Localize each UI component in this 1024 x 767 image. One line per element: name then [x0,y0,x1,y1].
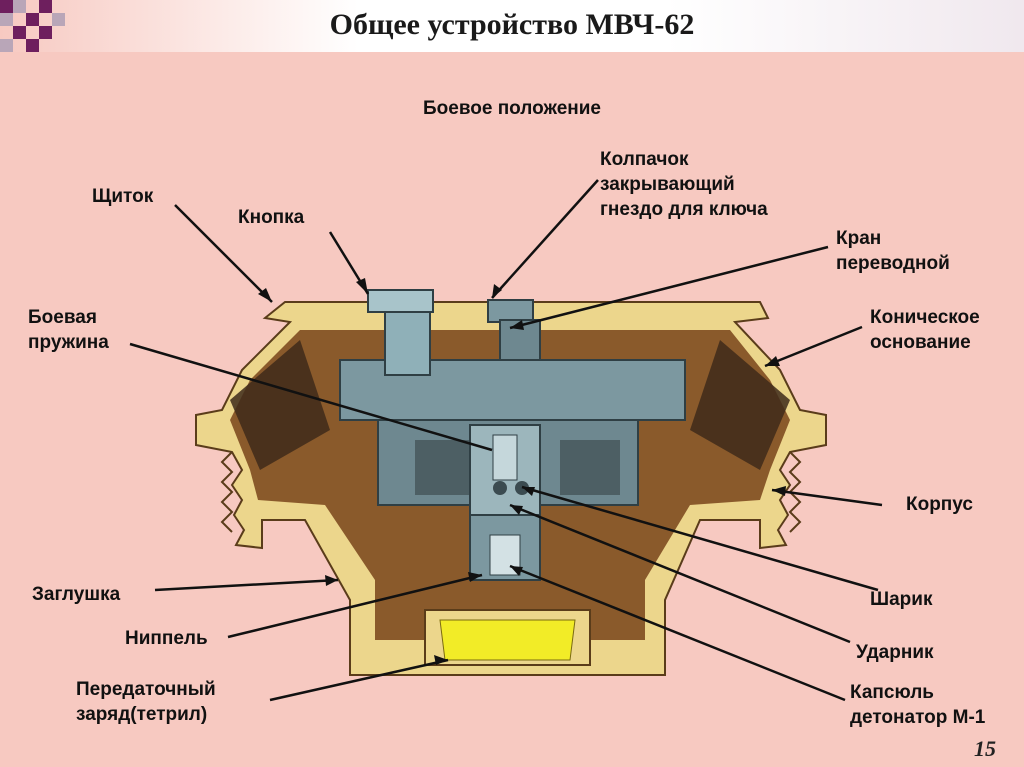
callout-line-osnovanie [764,325,863,368]
label-knopka: Кнопка [238,207,305,228]
corner-square [39,0,52,13]
label-osnovanie: Коническое основание [870,305,980,355]
label-udarnik: Ударник [856,642,934,663]
label-pruzhina-line: Боевая [28,307,97,328]
callout-arrow [510,505,523,515]
housing-shadow [690,340,790,470]
label-kapsyul: Капсюль детонатор М-1 [850,680,985,730]
callout-arrow [325,575,338,586]
diagram-subtitle: Боевое положение [422,98,601,119]
callout-line-pruzhina [129,342,493,452]
corner-square [26,13,39,26]
callout-line-kran [509,245,829,330]
page-number: 15 [974,736,996,761]
label-nippel: Ниппель [125,628,208,649]
label-sharik: Шарик [870,589,933,610]
callout-arrow [510,320,524,330]
corner-square [39,26,52,39]
callout-arrow [258,288,272,302]
slide-title: Общее устройство МВЧ-62 [329,8,695,41]
label-zaryad-line: заряд(тетрил) [76,704,208,725]
label-kolpachok-line: гнездо для ключа [600,199,768,220]
label-kran-line: переводной [836,253,950,274]
button-head [367,289,434,313]
callout-arrow [468,572,482,582]
callout-line-sharik [521,485,879,592]
striker-spring [492,434,518,481]
corner-square [26,39,39,52]
callout-line-udarnik [509,503,851,644]
callout-line-kapsyul [509,564,846,702]
label-osnovanie-line: Коническое [870,307,980,328]
callout-line-nippel [227,573,483,639]
label-pruzhina: Боевая пружина [28,305,109,355]
ball [493,481,507,495]
label-pruzhina-line: пружина [28,332,109,353]
label-zaglushka: Заглушка [32,584,121,605]
label-osnovanie-line: основание [870,332,971,353]
label-kolpachok-line: Колпачок [600,149,689,170]
transfer-charge [439,619,576,661]
label-zaryad-line: Передаточный [76,679,216,700]
button-stem [384,304,431,376]
label-kolpachok: Колпачок закрывающий гнездо для ключа [600,147,768,222]
housing-shadow [230,340,330,470]
callout-arrow [434,655,448,665]
housing-thread [220,451,234,533]
corner-square [13,0,26,13]
mechanism-cavity [415,440,475,495]
callout-arrow [772,486,786,496]
callout-line-kolpachok [491,179,599,299]
callout-arrow [510,566,523,576]
callout-arrow [765,356,780,366]
corner-square [13,26,26,39]
label-zaryad: Передаточный заряд(тетрил) [76,677,216,727]
callout-arrow [522,487,535,496]
label-korpus: Корпус [906,494,973,515]
title-bar [0,0,1024,52]
callout-arrow [492,284,502,298]
corner-square [0,13,13,26]
label-kolpachok-line: закрывающий [600,174,735,195]
label-kran: Кран переводной [836,226,950,276]
corner-square [0,39,13,52]
callout-arrow [356,278,368,294]
label-shchitok: Щиток [92,186,154,207]
mechanism-cavity [560,440,620,495]
label-kapsyul-line: детонатор М-1 [850,707,986,728]
key-socket-cap [487,299,534,323]
corner-square [0,0,13,13]
corner-square [52,13,65,26]
label-kapsyul-line: Капсюль [850,682,934,703]
callout-line-korpus [771,488,883,507]
callout-line-zaglushka [154,578,339,592]
callout-line-zaryad [269,658,449,702]
callout-line-shchitok [174,204,273,303]
label-kran-line: Кран [836,228,882,249]
